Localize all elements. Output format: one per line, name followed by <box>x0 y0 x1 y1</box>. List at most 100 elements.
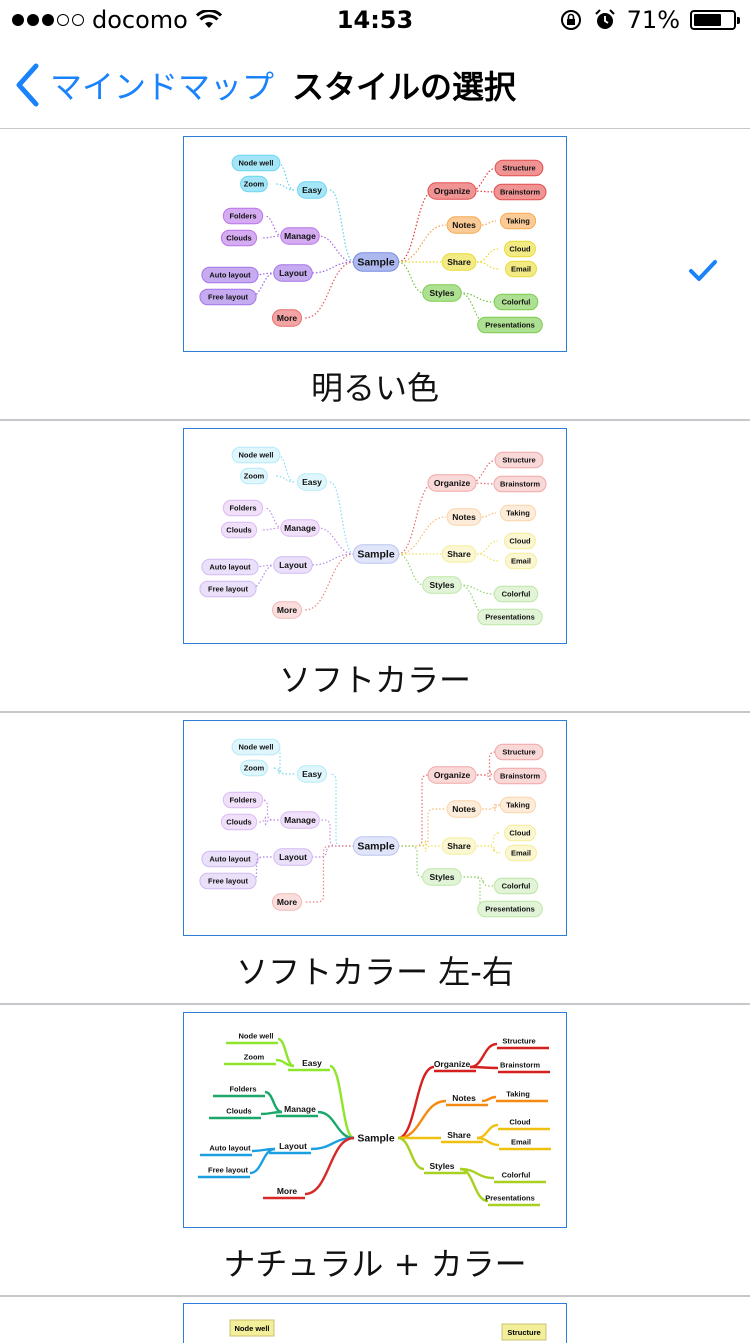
mindmap-node-label: Folders <box>229 796 256 805</box>
mindmap-node-label: Node well <box>234 1324 269 1333</box>
mindmap-branch-line <box>317 235 355 263</box>
mindmap-node-label: Manage <box>284 1104 316 1114</box>
wifi-icon <box>195 10 222 28</box>
mindmap-node-label: Colorful <box>502 590 531 599</box>
mindmap-child-line <box>275 1058 295 1068</box>
mindmap-node-label: Sample <box>357 549 395 561</box>
mindmap-node-shape <box>504 532 536 550</box>
mindmap-child-line <box>459 584 489 618</box>
mindmap-node-shape <box>296 765 328 783</box>
mindmap-node-label: Notes <box>452 512 476 522</box>
checkmark-icon <box>689 260 717 281</box>
mindmap-node-shape <box>427 182 477 200</box>
status-left: docomo <box>12 6 222 34</box>
mindmap-node-label: Layout <box>279 268 307 278</box>
mindmap-node-label: Share <box>447 841 471 851</box>
mindmap-node-label: Cloud <box>509 245 531 254</box>
mindmap-node-label: Organize <box>434 478 471 488</box>
mindmap-child-line <box>469 1065 499 1070</box>
mindmap-child-line <box>469 167 498 192</box>
mindmap-child-line <box>250 856 275 882</box>
mindmap-node-label: Presentations <box>485 905 535 914</box>
mindmap-child-line <box>272 767 294 775</box>
mindmap-node-shape <box>505 260 537 278</box>
mindmap-node-shape <box>352 252 400 272</box>
style-label: 明るい色 <box>310 369 439 407</box>
mindmap-node-label: More <box>277 605 298 615</box>
mindmap-node-shape <box>505 552 537 570</box>
mindmap-node-label: Share <box>447 1130 471 1140</box>
mindmap-node-label: Folders <box>229 212 256 221</box>
mindmap-child-line <box>481 220 497 226</box>
mindmap-node-label: Sample <box>357 841 395 853</box>
mindmap-node-label: Clouds <box>226 1107 251 1116</box>
mindmap-child-line <box>275 183 295 191</box>
mindmap-node-label: Cloud <box>509 1118 531 1127</box>
mindmap-node-shape <box>231 154 281 172</box>
mindmap-node-shape <box>493 767 547 785</box>
mindmap-node-shape <box>422 868 462 886</box>
mindmap-node-label: Manage <box>284 815 316 825</box>
mindmap-branch-line <box>310 261 355 274</box>
mindmap-child-line <box>260 527 283 531</box>
mindmap-node-shape <box>220 521 258 539</box>
mindmap-branch-line <box>329 481 355 555</box>
style-label: ソフトカラー <box>278 661 471 699</box>
mindmap-child-line <box>261 799 282 821</box>
mindmap-node-label: Folders <box>229 504 256 513</box>
mindmap-node-shape <box>352 544 400 564</box>
mindmap-node-shape <box>220 229 258 247</box>
mindmap-node-label: More <box>277 313 298 323</box>
mindmap-branch-line <box>397 261 425 294</box>
mindmap-node-shape <box>199 872 257 890</box>
mindmap-node-label: Auto layout <box>209 271 251 280</box>
mindmap-node-label: Notes <box>452 1093 476 1103</box>
alarm-icon <box>594 9 615 29</box>
mindmap-node-label: Structure <box>502 1037 535 1046</box>
mindmap-node-label: Structure <box>507 1328 540 1337</box>
back-button[interactable]: マインドマップ <box>14 62 274 108</box>
mindmap-node-label: Share <box>447 549 471 559</box>
mindmap-child-line <box>277 162 295 191</box>
mindmap-branch-line <box>397 516 447 555</box>
mindmap-child-line <box>476 553 500 562</box>
mindmap-node-shape <box>273 556 313 574</box>
mindmap-child-line <box>481 1095 497 1103</box>
mindmap-branch-line <box>397 224 447 263</box>
mindmap-node-label: Zoom <box>244 472 265 481</box>
mindmap-node-shape <box>493 293 539 311</box>
mindmap-node-shape <box>494 451 544 469</box>
mindmap-node-shape <box>499 504 537 522</box>
mindmap-node-label: Layout <box>279 560 307 570</box>
style-row[interactable]: Node well Structure <box>0 1297 750 1343</box>
mindmap-child-line <box>460 876 494 887</box>
mindmap-node-label: Email <box>511 1138 531 1147</box>
mindmap-node-shape <box>199 288 257 306</box>
mindmap-node-shape <box>231 738 281 756</box>
mindmap-node-label: Presentations <box>485 1194 535 1203</box>
mindmap-child-line <box>260 235 283 239</box>
mindmap-node-label: Brainstorm <box>500 188 540 197</box>
mindmap-branch-line <box>329 1064 355 1140</box>
mindmap-node-shape <box>201 558 259 576</box>
mindmap-node-shape <box>352 836 400 856</box>
mindmap-node-shape <box>280 227 320 245</box>
mindmap-node-label: Brainstorm <box>500 480 540 489</box>
mindmap-node-shape <box>280 811 320 829</box>
mindmap-node-label: More <box>277 1186 298 1196</box>
carrier-label: docomo <box>92 6 188 34</box>
mindmap-node-shape <box>427 474 477 492</box>
mindmap-node-label: Taking <box>506 801 530 810</box>
mindmap-node-label: Clouds <box>226 526 251 535</box>
mindmap-node-label: Email <box>511 849 531 858</box>
navigation-bar: マインドマップ スタイルの選択 <box>0 40 750 129</box>
mindmap-node-label: Node well <box>238 1032 273 1041</box>
mindmap-node-label: Presentations <box>485 613 535 622</box>
status-right: 71% <box>559 6 740 34</box>
